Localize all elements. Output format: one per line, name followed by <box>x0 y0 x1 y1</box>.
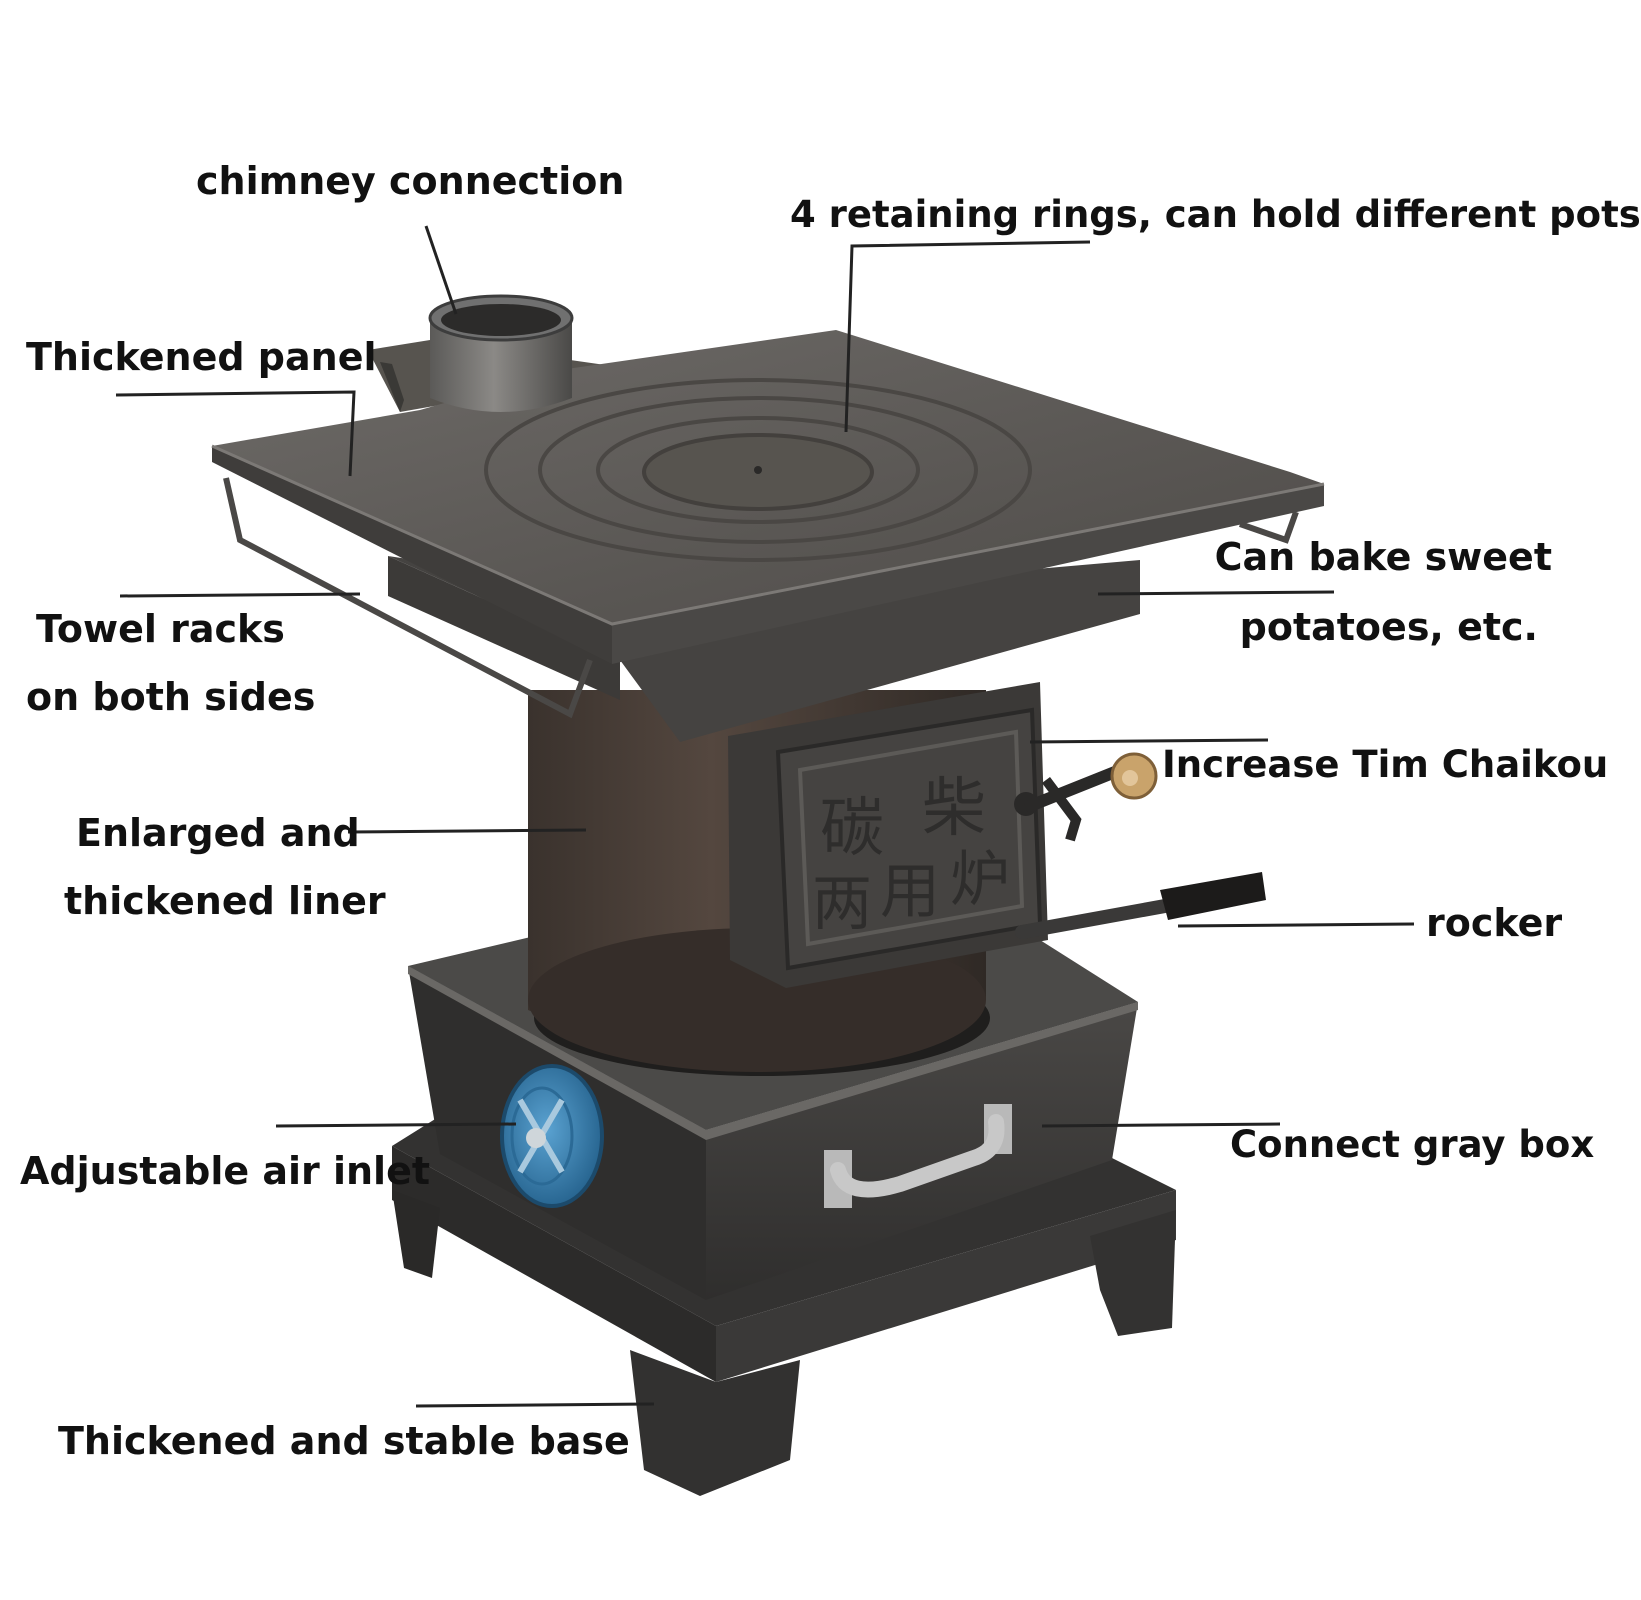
svg-text:柴: 柴 <box>922 772 986 846</box>
label-liner-2: thickened liner <box>64 879 386 923</box>
label-retaining-rings: 4 retaining rings, can hold different po… <box>790 193 1641 236</box>
label-towel-racks-2: on both sides <box>26 675 316 719</box>
annotated-stove-diagram: 碳 柴 两 用 炉 <box>20 159 1641 1496</box>
label-bake-1: Can bake sweet <box>1214 535 1552 579</box>
retaining-rings <box>484 378 1032 562</box>
leader-rocker <box>1177 922 1415 928</box>
chimney <box>428 294 574 412</box>
stove-illustration: 碳 柴 两 用 炉 <box>115 225 1415 1496</box>
label-thickened-panel: Thickened panel <box>26 335 377 379</box>
round-air-inlet-knob-icon <box>500 1064 604 1208</box>
leader-chimney <box>424 225 458 315</box>
label-rocker: rocker <box>1426 901 1563 945</box>
door-latch <box>1024 752 1158 842</box>
leader-increase <box>1029 738 1269 744</box>
label-chimney-connection: chimney connection <box>196 159 625 203</box>
label-liner-1: Enlarged and <box>76 811 360 855</box>
svg-text:炉: 炉 <box>950 845 1010 915</box>
label-gray-box: Connect gray box <box>1230 1123 1595 1166</box>
svg-text:两: 两 <box>812 869 872 939</box>
fire-door: 碳 柴 两 用 炉 <box>728 682 1048 988</box>
leader-liner <box>347 828 587 834</box>
label-base: Thickened and stable base <box>58 1419 630 1463</box>
leader-bake <box>1097 590 1335 596</box>
svg-text:碳: 碳 <box>820 792 884 866</box>
leader-panel <box>115 390 356 477</box>
leader-lines <box>115 225 1415 1408</box>
label-bake-2: potatoes, etc. <box>1239 605 1538 649</box>
leader-box <box>1041 1122 1281 1128</box>
leader-air <box>275 1122 517 1128</box>
leader-base <box>415 1402 655 1408</box>
leader-rings <box>844 240 1091 433</box>
leader-towel <box>119 592 361 598</box>
drawer-handle-icon <box>824 1104 1012 1208</box>
rocker-handle <box>1015 872 1266 939</box>
label-increase: Increase Tim Chaikou <box>1162 743 1609 786</box>
label-air-inlet: Adjustable air inlet <box>20 1149 431 1193</box>
label-towel-racks-1: Towel racks <box>36 607 285 651</box>
svg-text:用: 用 <box>880 857 940 927</box>
towel-racks <box>223 477 1299 719</box>
